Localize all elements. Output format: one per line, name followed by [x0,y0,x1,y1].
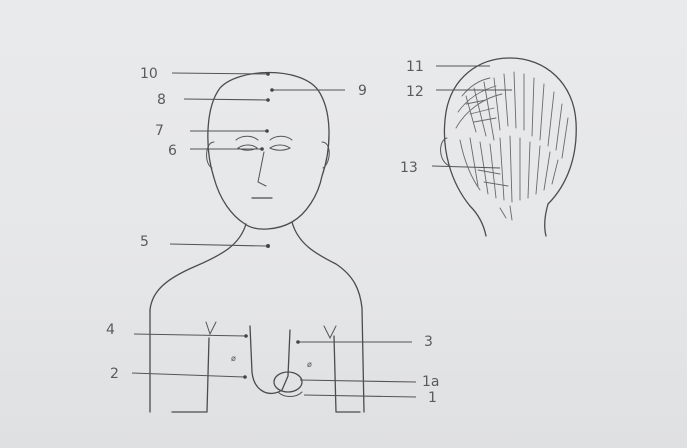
right-torso-side [334,336,360,412]
left-eyebrow [236,136,258,140]
back-neck-right [545,204,548,236]
left-armpit-mark [206,322,216,334]
pointer-10 [266,72,270,76]
pointer-6 [260,147,264,151]
label-7: 7 [155,123,164,139]
right-eyebrow [270,136,292,140]
back-head-outline [444,58,576,206]
pointer-9 [270,88,274,92]
leader-1 [304,395,416,397]
neck-shoulder-right [292,222,362,308]
label-9: 9 [358,83,367,99]
label-6: 6 [168,143,177,159]
label-5: 5 [140,234,149,250]
pointer-7 [265,129,269,133]
label-1a: 1a [422,374,440,390]
pointer-5 [266,244,270,248]
label-1: 1 [428,390,437,406]
back-of-head-figure [441,58,577,236]
leader-1a [300,380,416,382]
pointer-4 [244,334,248,338]
chest-contour [250,326,290,393]
head-outline [208,73,329,230]
pointer-2 [243,375,247,379]
label-2: 2 [110,366,119,382]
front-figure: ø ø [150,73,364,413]
label-8: 8 [157,92,166,108]
breast-lesion-base [278,392,302,397]
hair-strands [456,72,568,220]
label-12: 12 [406,84,424,100]
leader-lines [132,66,512,397]
right-nipple: ø [307,360,312,369]
nose [258,152,266,186]
leader-4 [134,334,246,336]
label-11: 11 [406,59,424,75]
leader-5 [170,244,266,246]
label-4: 4 [106,322,115,338]
label-3: 3 [424,334,433,350]
pointer-8 [266,98,270,102]
label-13: 13 [400,160,418,176]
neck-shoulder-left [150,224,246,310]
right-eye [270,145,290,150]
leader-8 [184,99,268,100]
pointer-3 [296,340,300,344]
number-labels: 10 8 9 7 6 5 4 2 3 1a 1 11 12 13 [106,59,440,406]
back-neck-left [470,206,486,236]
label-10: 10 [140,66,158,82]
left-nipple: ø [231,354,236,363]
leader-13 [432,166,500,168]
leader-2 [132,373,244,377]
